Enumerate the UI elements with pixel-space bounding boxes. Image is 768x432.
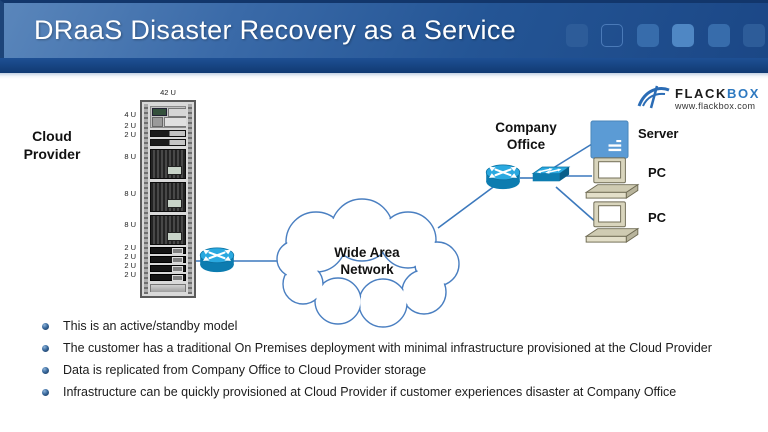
pc-icon xyxy=(584,156,640,205)
rack-unit-label: 8 U xyxy=(124,152,136,161)
logo-brand-box: BOX xyxy=(727,85,760,101)
rack-2u-unit xyxy=(150,265,186,272)
decorative-square xyxy=(566,24,588,47)
rack-2u-unit xyxy=(150,139,186,146)
header-lower-band xyxy=(0,58,768,73)
bullet-icon xyxy=(42,367,49,374)
rack-8u-unit xyxy=(150,149,186,179)
decorative-square xyxy=(601,24,624,47)
flackbox-swoosh-icon xyxy=(637,82,671,115)
router-icon xyxy=(484,163,522,196)
rack-units xyxy=(150,106,186,292)
rack-8u-unit xyxy=(150,182,186,212)
header-shine-stripe xyxy=(0,73,768,79)
decorative-square xyxy=(672,24,695,47)
wan-label: Wide Area Network xyxy=(334,245,400,277)
cloud-provider-label: Cloud Provider xyxy=(23,128,81,162)
rack-2u-unit xyxy=(150,274,186,281)
decorative-square xyxy=(707,24,730,47)
rack-2u-unit xyxy=(150,130,186,137)
decorative-square xyxy=(636,24,659,47)
rack-2u-unit xyxy=(150,247,186,254)
rack-unit-label: 2 U xyxy=(124,270,136,279)
rack-8u-unit xyxy=(150,215,186,245)
server-label: Server xyxy=(638,126,679,141)
logo-text: FLACKBOX www.flackbox.com xyxy=(675,87,760,111)
logo-brand-flack: FLACK xyxy=(674,85,728,101)
router-icon xyxy=(198,246,236,279)
switch-icon xyxy=(527,165,571,194)
pc-icon xyxy=(584,200,640,249)
list-item: Infrastructure can be quickly provisione… xyxy=(42,383,758,402)
decorative-square xyxy=(743,24,766,47)
bullet-list: This is an active/standby model The cust… xyxy=(42,317,758,405)
bullet-text: The customer has a traditional On Premis… xyxy=(63,341,712,355)
rack-unit-label: 8 U xyxy=(124,220,136,229)
header-decorative-squares xyxy=(566,24,768,47)
bullet-text: This is an active/standby model xyxy=(63,319,238,333)
bullet-text: Data is replicated from Company Office t… xyxy=(63,363,427,377)
list-item: The customer has a traditional On Premis… xyxy=(42,339,758,358)
rack-unit-label: 2 U xyxy=(124,252,136,261)
bullet-icon xyxy=(42,389,49,396)
list-item: This is an active/standby model xyxy=(42,317,758,336)
bullet-icon xyxy=(42,345,49,352)
server-rack-icon xyxy=(140,100,196,298)
rack-unit-label: 4 U xyxy=(124,110,136,119)
company-office-label: Company Office xyxy=(495,120,557,152)
rack-base xyxy=(150,284,186,292)
page-title: DRaaS Disaster Recovery as a Service xyxy=(34,15,516,45)
rack-unit-label: 2 U xyxy=(124,243,136,252)
rack-unit-label: 8 U xyxy=(124,189,136,198)
bullet-text: Infrastructure can be quickly provisione… xyxy=(63,385,677,399)
rack-total-units-label: 42 U xyxy=(160,88,176,97)
rack-unit-label: 2 U xyxy=(124,261,136,270)
pc-label: PC xyxy=(648,165,667,180)
logo-url: www.flackbox.com xyxy=(674,100,756,111)
flackbox-logo: FLACKBOX www.flackbox.com xyxy=(637,82,760,115)
rack-top-section xyxy=(150,106,186,128)
list-item: Data is replicated from Company Office t… xyxy=(42,361,758,380)
pc-label: PC xyxy=(648,210,667,225)
rack-frame xyxy=(140,100,196,298)
rack-2u-unit xyxy=(150,256,186,263)
rack-unit-label: 2 U xyxy=(124,130,136,139)
bullet-icon xyxy=(42,323,49,330)
rack-unit-label: 2 U xyxy=(124,121,136,130)
